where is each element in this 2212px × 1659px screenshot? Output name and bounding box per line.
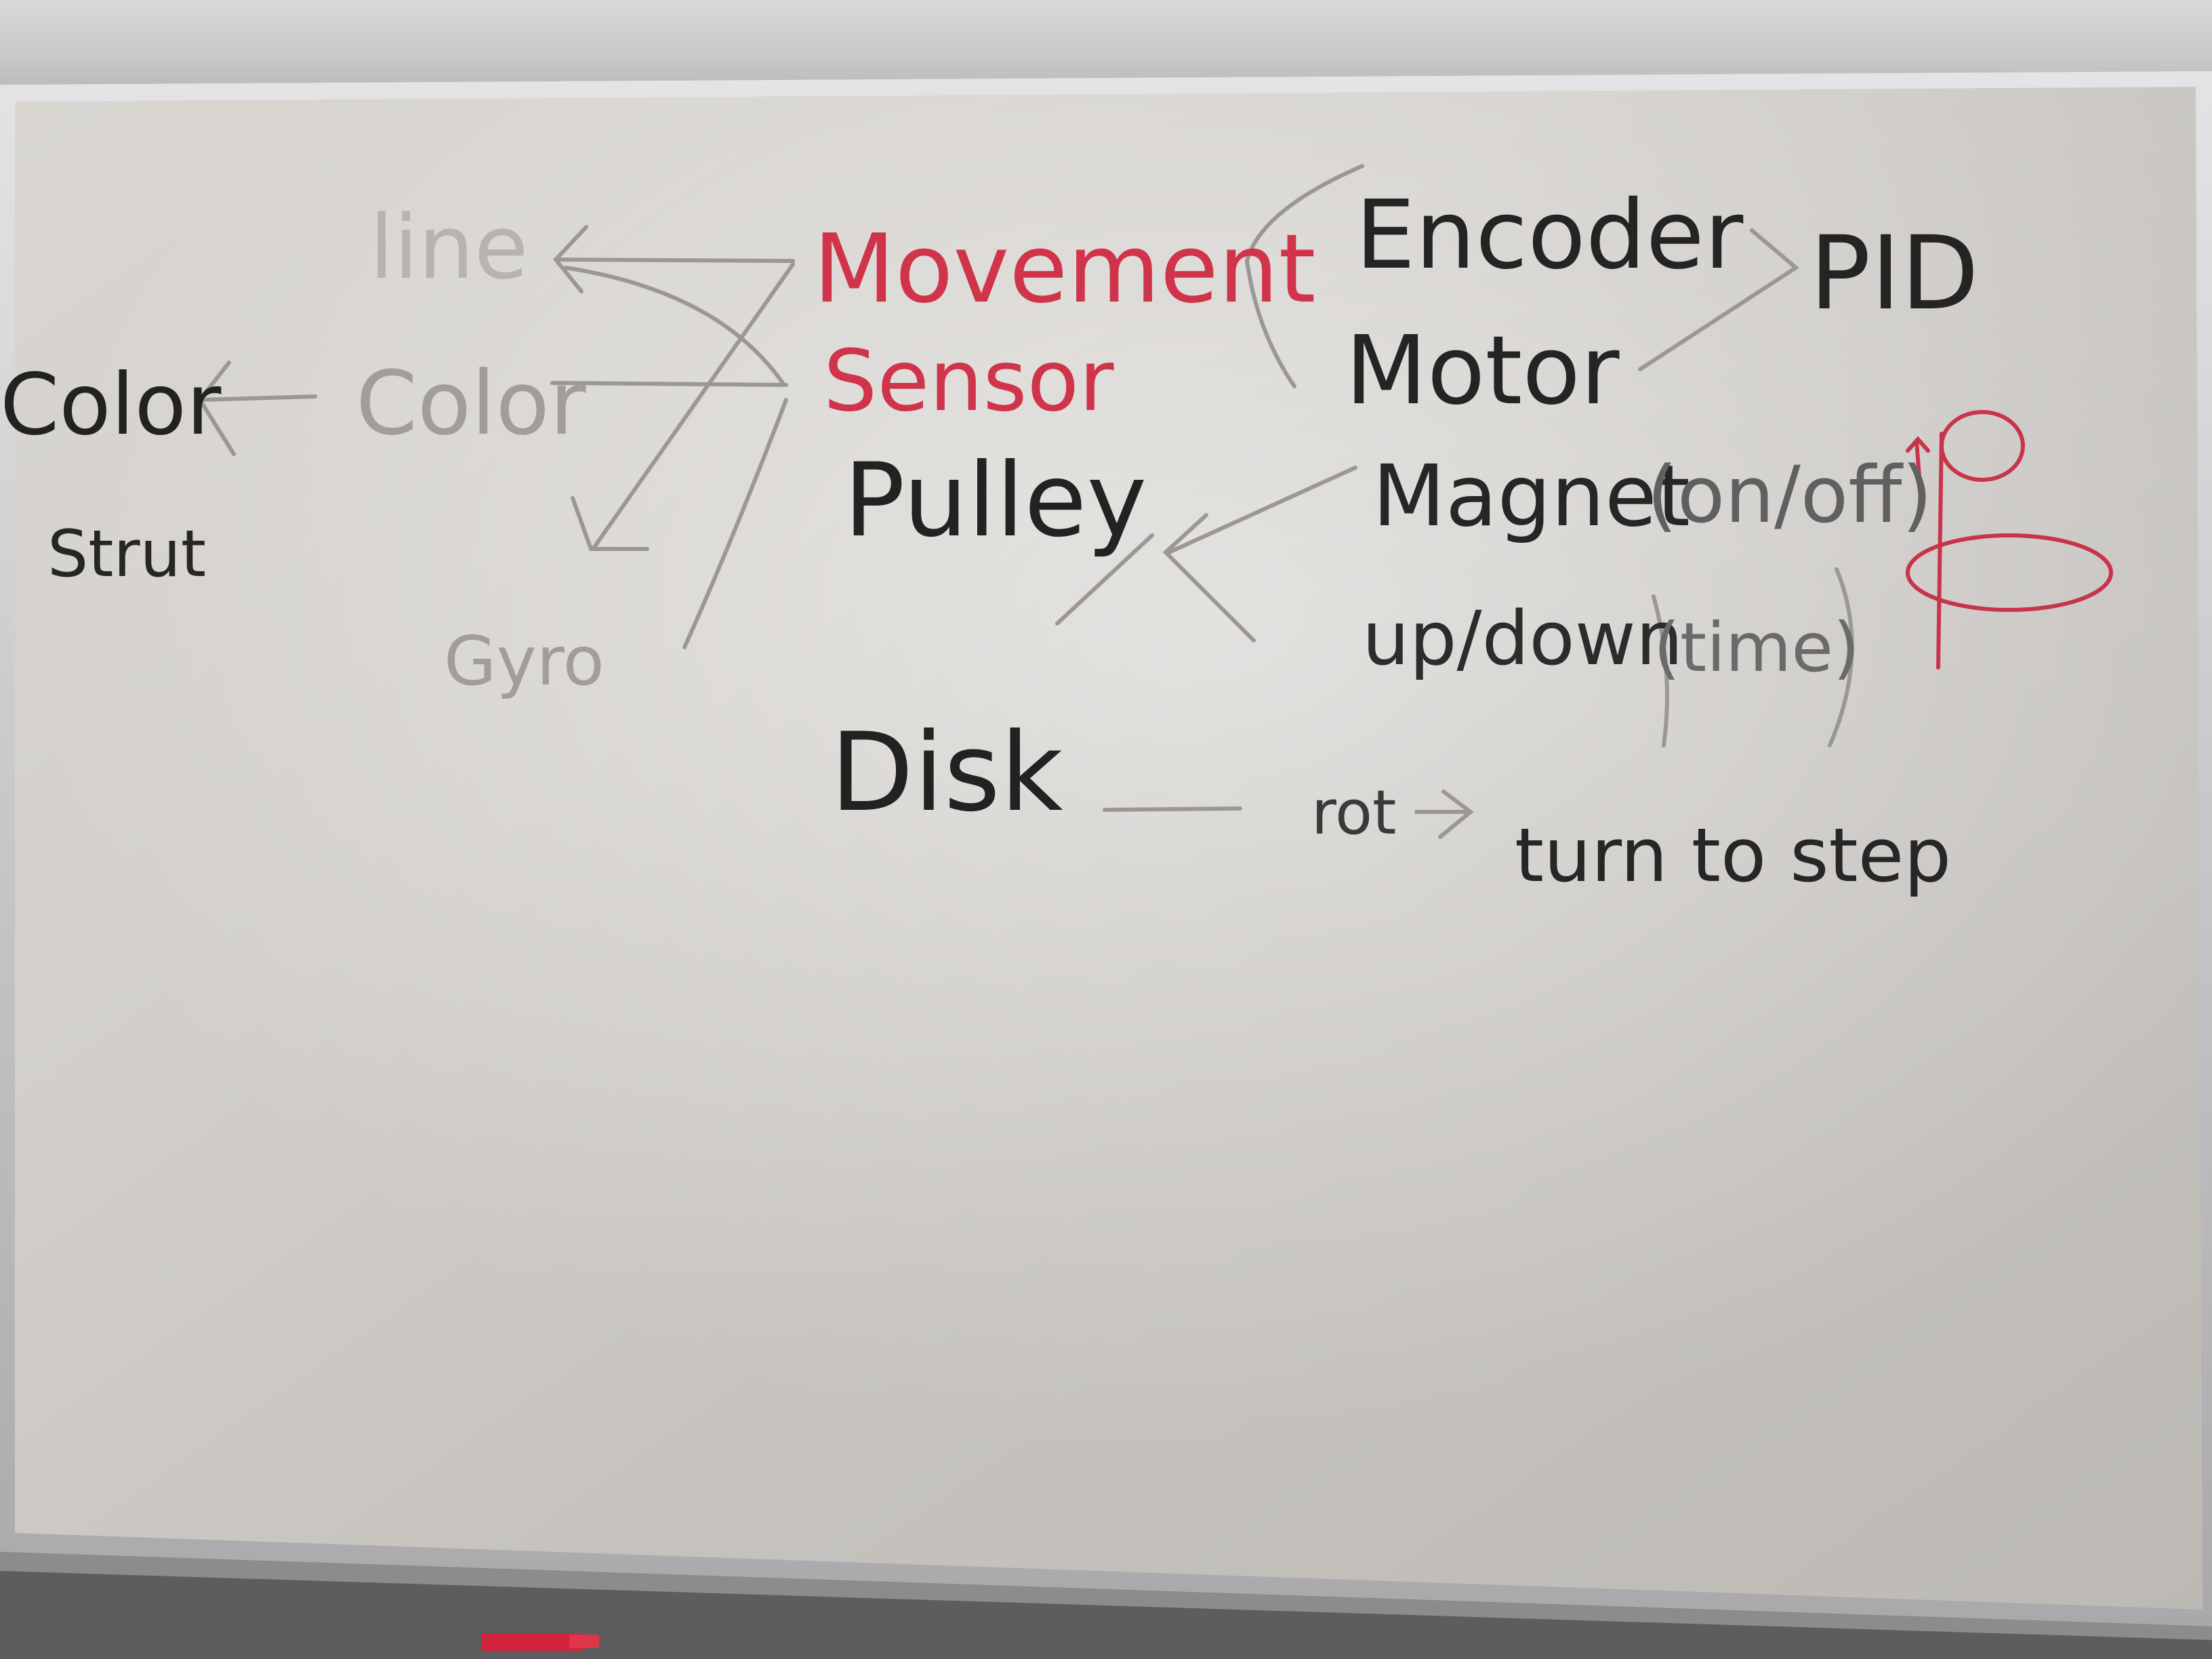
red-magnet-sketch: [1906, 410, 2113, 670]
label-encoder: Encoder: [1355, 180, 1744, 291]
faded-connectors: [197, 164, 1854, 839]
label-up-down: up/down: [1362, 595, 1683, 682]
label-strut: Strut: [47, 517, 206, 592]
label-color-black: Color: [0, 356, 222, 454]
label-magnet-mode: (on/off): [1647, 450, 1932, 541]
label-pulley: Pulley: [844, 442, 1147, 560]
label-color-faded: Color: [356, 352, 586, 455]
label-turn-to-step: turn to step: [1515, 812, 1951, 899]
label-magnet: Magnet: [1372, 447, 1690, 546]
label-line: line: [369, 196, 529, 299]
marker-icon: [569, 1635, 599, 1648]
label-movement: Movement: [813, 214, 1316, 325]
label-motor: Motor: [1345, 316, 1620, 426]
board-glare: [15, 87, 2203, 1610]
label-sensor: Sensor: [823, 332, 1114, 430]
label-disk: Disk: [830, 709, 1063, 836]
label-pid: PID: [1809, 215, 1979, 333]
eraser-icon: [481, 1633, 583, 1651]
label-up-down-mode: (time): [1654, 608, 1860, 687]
label-gyro: Gyro: [444, 621, 605, 701]
label-rot: rot: [1311, 777, 1396, 848]
